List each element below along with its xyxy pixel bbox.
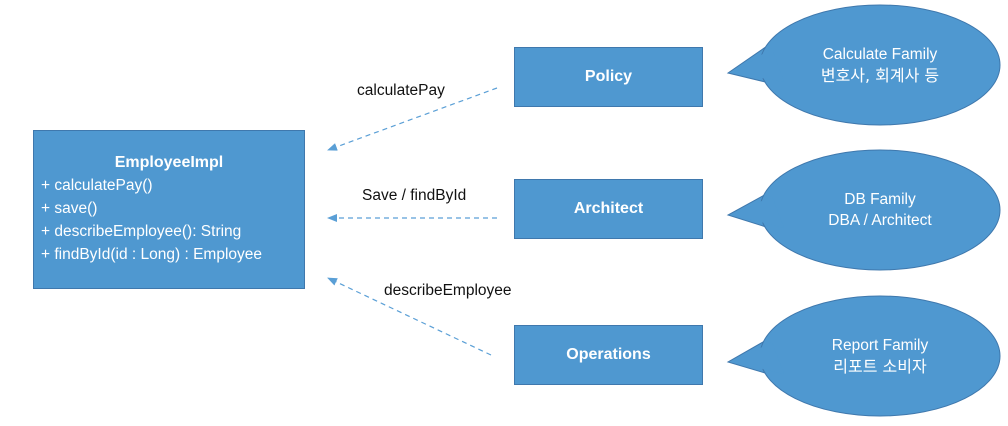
bubble-report-family-line2: 리포트 소비자 [833, 357, 927, 376]
bubble-calculate-family [726, 4, 1001, 126]
actor-architect-box: Architect [514, 179, 703, 239]
bubble-db-family-line1: DB Family [844, 191, 916, 208]
actor-operations-box: Operations [514, 325, 703, 385]
actor-policy-label: Policy [584, 68, 633, 85]
method-calculate-pay: + calculatePay() [41, 177, 153, 194]
method-describe-employee: + describeEmployee(): String [41, 223, 242, 240]
method-save: + save() [41, 200, 98, 217]
actor-architect-label: Architect [573, 200, 644, 217]
class-title: EmployeeImpl [114, 154, 224, 171]
employee-impl-class-box: EmployeeImpl + calculatePay() + save() +… [33, 130, 305, 289]
bubble-report-family-text: Report Family 리포트 소비자 [790, 335, 970, 377]
arrow-describe-employee [327, 277, 492, 356]
method-find-by-id: + findById(id : Long) : Employee [41, 246, 262, 263]
bubble-report-family-line1: Report Family [831, 337, 929, 354]
message-save-findbyid: Save / findById [362, 187, 467, 204]
bubble-db-family-text: DB Family DBA / Architect [790, 189, 970, 231]
bubble-calculate-family-line2: 변호사, 회계사 등 [820, 66, 940, 85]
bubble-report-family [726, 295, 1001, 417]
actor-operations-label: Operations [566, 346, 651, 363]
arrow-calculate-pay [327, 87, 498, 151]
message-calculate-pay: calculatePay [357, 82, 445, 99]
bubble-db-family [726, 149, 1001, 271]
message-describe-employee: describeEmployee [384, 282, 512, 299]
actor-policy-box: Policy [514, 47, 703, 107]
bubble-calculate-family-line1: Calculate Family [822, 46, 938, 63]
bubble-calculate-family-text: Calculate Family 변호사, 회계사 등 [790, 44, 970, 86]
bubble-db-family-line2: DBA / Architect [828, 212, 932, 229]
